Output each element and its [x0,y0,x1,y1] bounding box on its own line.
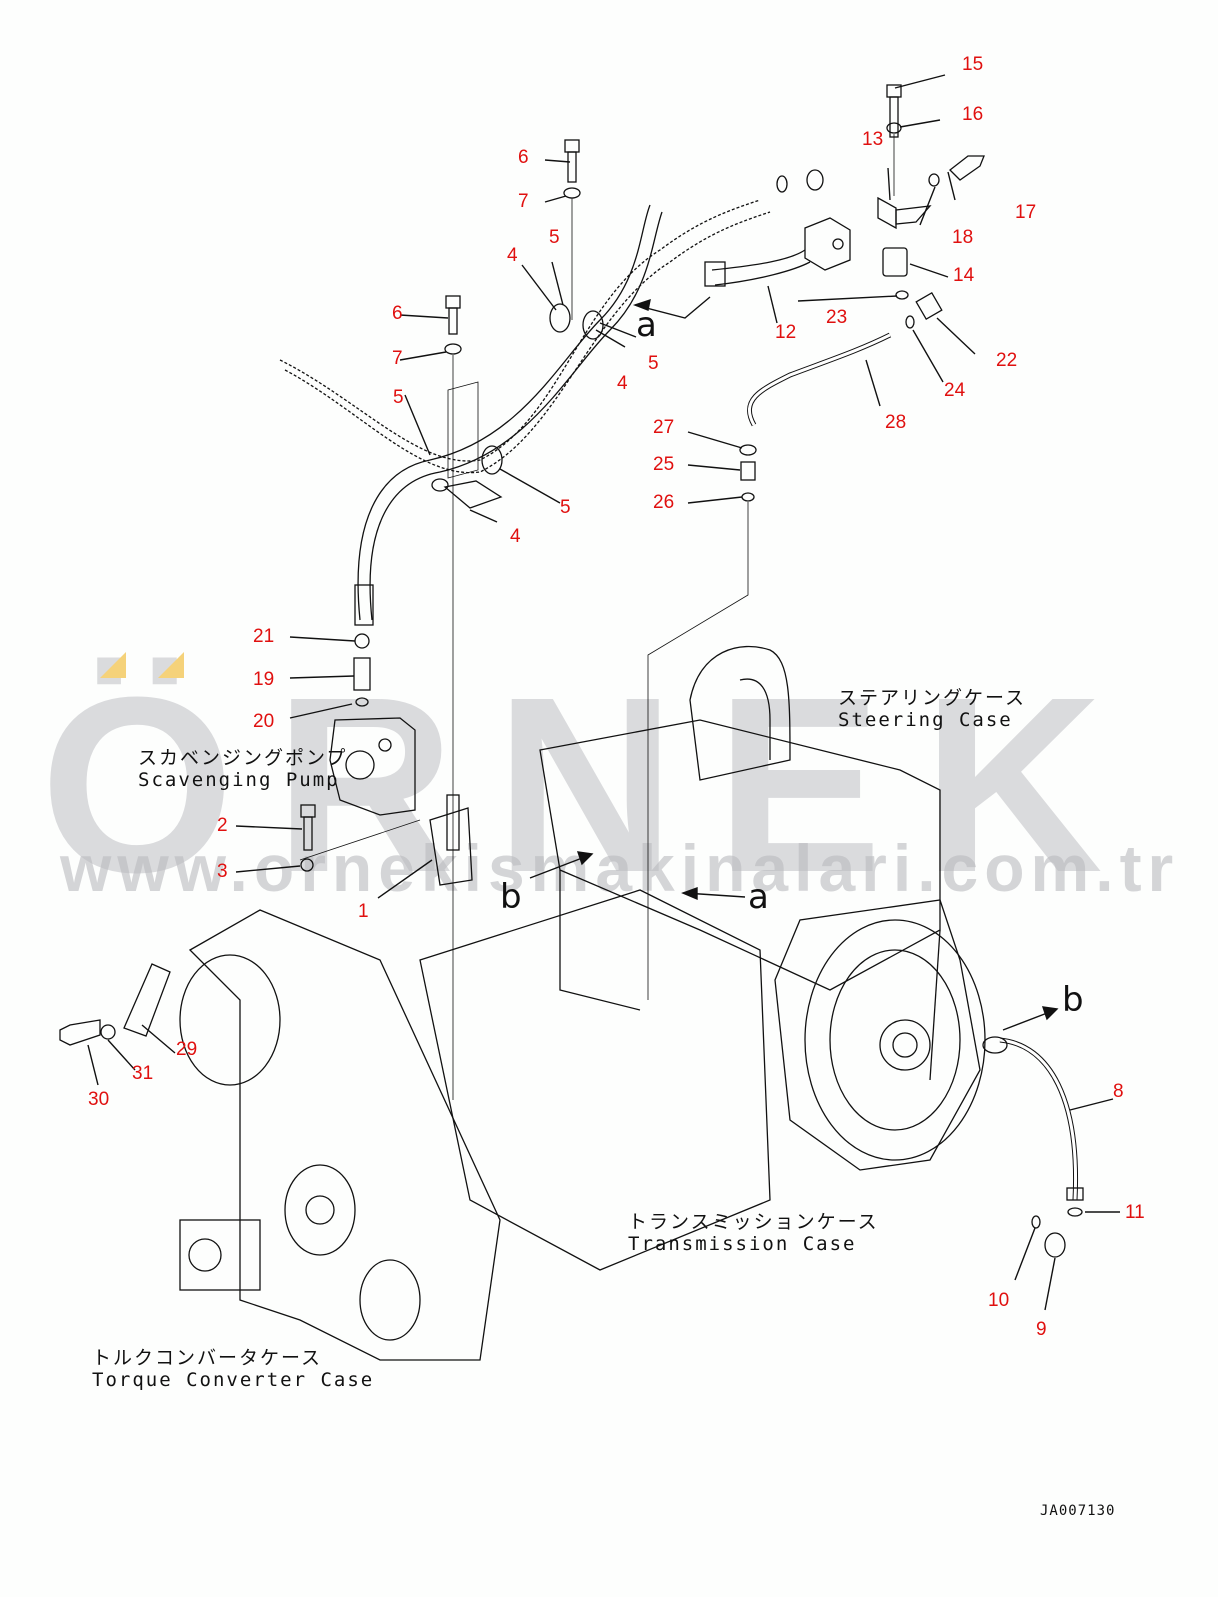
adapter-25 [647,444,757,1000]
callout-8[interactable]: 8 [1113,1081,1124,1102]
caption-en: Torque Converter Case [92,1368,375,1391]
callout-4[interactable]: 4 [510,526,521,547]
callout-5[interactable]: 5 [549,227,560,248]
manifold-block [704,84,985,329]
callout-6[interactable]: 6 [518,147,529,168]
watermark-brand: ÖRNEK [40,645,1143,924]
caption-en: Transmission Case [628,1232,857,1255]
transmission-case [419,889,986,1271]
callout-6[interactable]: 6 [392,303,403,324]
callout-29[interactable]: 29 [176,1039,198,1060]
bracket-29 [59,963,171,1046]
caption-en: Steering Case [838,708,1013,731]
view-marker-a: a [636,305,657,345]
callout-9[interactable]: 9 [1036,1319,1047,1340]
callout-26[interactable]: 26 [653,492,675,513]
caption-steering-case: ステアリングケース Steering Case [838,687,1027,732]
scavenging-pump [329,717,416,816]
bracket-1 [299,794,473,886]
view-marker-b: b [500,877,522,917]
bolts-top [444,139,581,1100]
watermark-accent-icon [100,652,184,678]
view-marker-a: a [748,877,769,917]
callout-21[interactable]: 21 [253,626,275,647]
callout-24[interactable]: 24 [944,380,966,401]
hose-assembly-upper [279,199,771,626]
caption-ja: トランスミッションケース [628,1211,879,1233]
callout-7[interactable]: 7 [392,348,403,369]
callout-17[interactable]: 17 [1015,202,1037,223]
caption-ja: ステアリングケース [838,687,1027,709]
watermark-url: www.ornekismakinalari.com.tr [60,831,1180,905]
view-marker-b: b [1062,980,1084,1020]
callout-25[interactable]: 25 [653,454,675,475]
callout-4[interactable]: 4 [507,245,518,266]
callout-28[interactable]: 28 [885,412,907,433]
view-arrows [529,296,1059,1031]
callout-31[interactable]: 31 [132,1063,154,1084]
torque-converter-case [179,909,501,1361]
callout-3[interactable]: 3 [217,861,228,882]
callout-1[interactable]: 1 [358,901,369,922]
caption-scavenging-pump: スカベンジングポンプ Scavenging Pump [138,747,348,792]
callout-12[interactable]: 12 [775,322,797,343]
drawing-id: JA007130 [1040,1503,1116,1519]
callout-5[interactable]: 5 [393,387,404,408]
fitting-19 [353,633,371,707]
caption-ja: スカベンジングポンプ [138,747,348,769]
callout-18[interactable]: 18 [952,227,974,248]
callout-16[interactable]: 16 [962,104,984,125]
callout-19[interactable]: 19 [253,669,275,690]
callout-23[interactable]: 23 [826,307,848,328]
hose-28 [746,332,892,427]
caption-torque-converter-case: トルクコンバータケース Torque Converter Case [92,1347,375,1392]
caption-ja: トルクコンバータケース [92,1347,323,1369]
callout-11[interactable]: 11 [1125,1202,1145,1223]
callout-5[interactable]: 5 [648,353,659,374]
callout-4[interactable]: 4 [617,373,628,394]
callout-22[interactable]: 22 [996,350,1018,371]
callout-30[interactable]: 30 [88,1089,110,1110]
callout-20[interactable]: 20 [253,711,275,732]
callout-10[interactable]: 10 [988,1290,1010,1311]
callout-15[interactable]: 15 [962,54,984,75]
leader-lines [87,74,1120,1311]
callout-27[interactable]: 27 [653,417,675,438]
hose-8 [982,1036,1084,1258]
caption-transmission-case: トランスミッションケース Transmission Case [628,1211,879,1256]
callout-7[interactable]: 7 [518,191,529,212]
callout-14[interactable]: 14 [953,265,975,286]
steering-case [539,645,941,1081]
callout-5[interactable]: 5 [560,497,571,518]
caption-en: Scavenging Pump [138,768,340,791]
callout-2[interactable]: 2 [217,815,228,836]
callout-13[interactable]: 13 [862,129,884,150]
hose-clamps [431,303,604,509]
